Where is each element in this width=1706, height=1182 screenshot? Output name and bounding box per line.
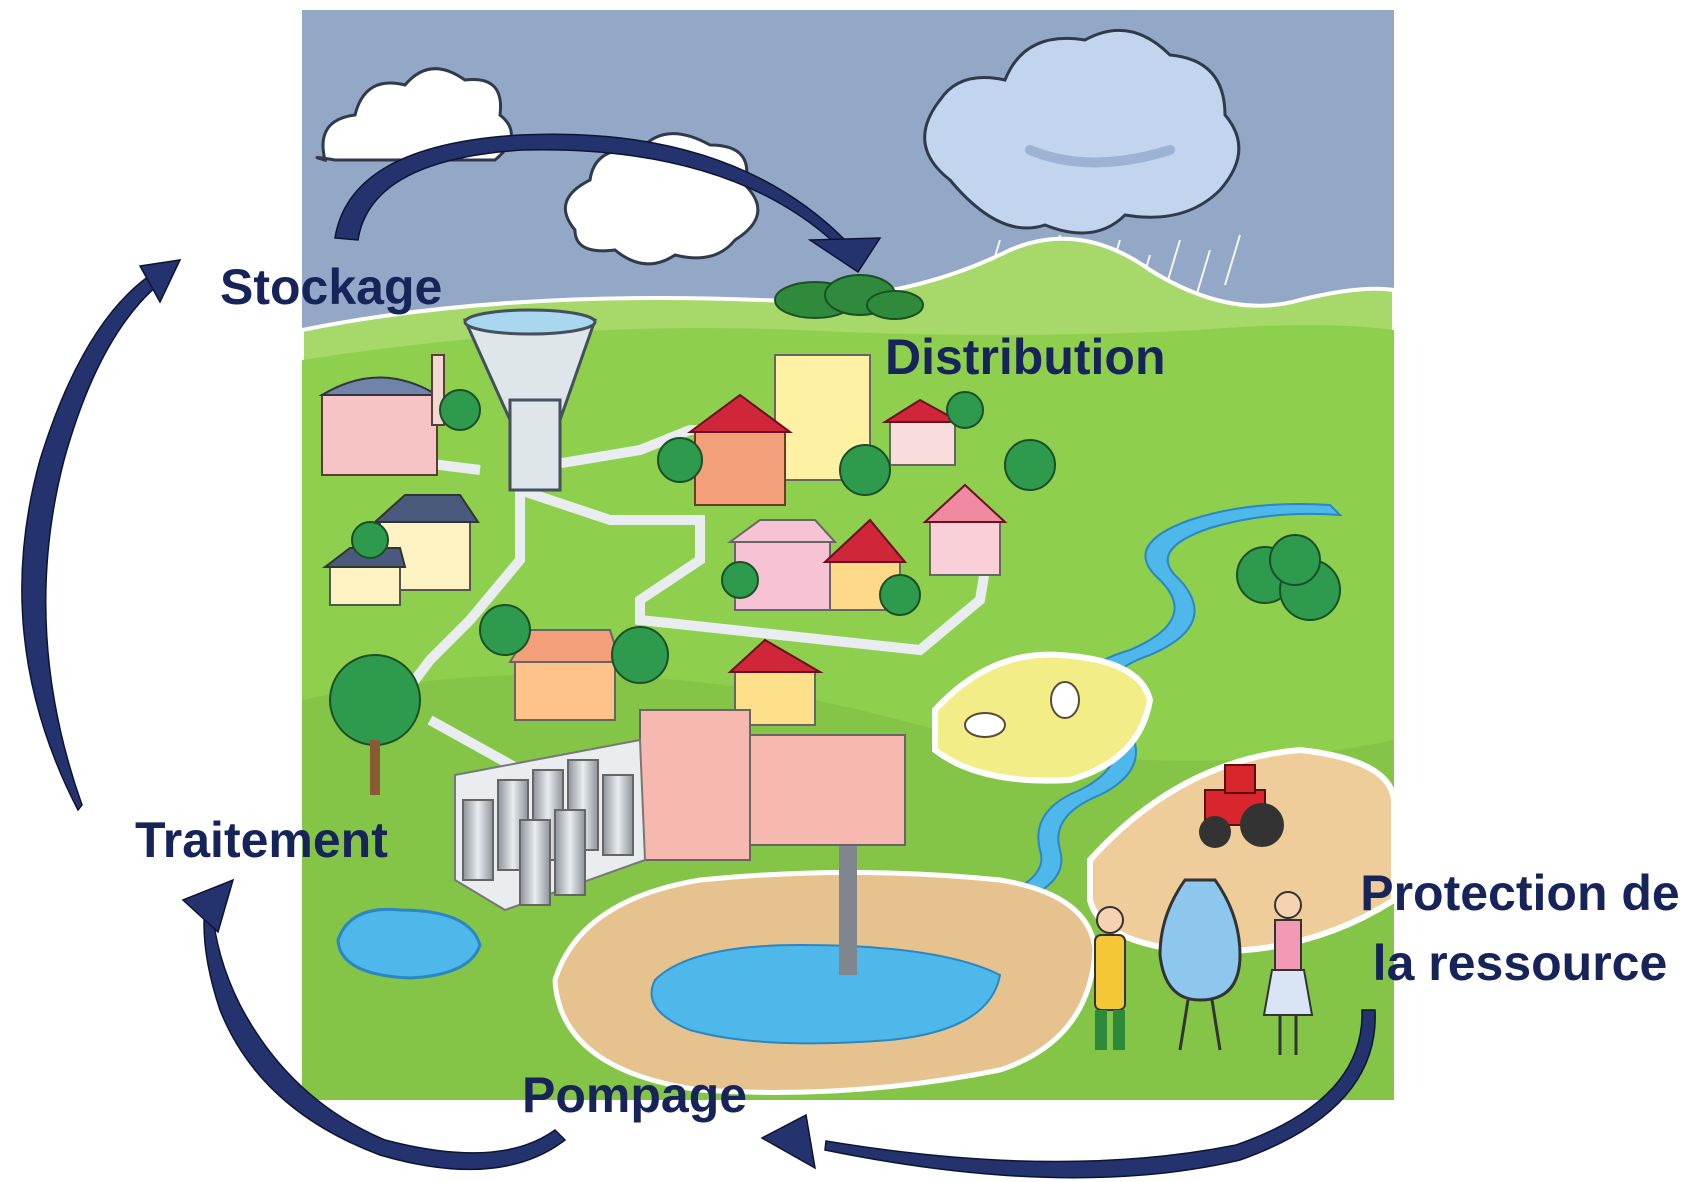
trees	[329, 389, 1341, 746]
label-protection-line-2: la ressource	[1372, 935, 1668, 991]
aquifer-water	[650, 943, 1002, 1045]
tree-trunk	[370, 740, 380, 795]
small-cloud-left	[315, 67, 513, 163]
rain-cloud	[923, 28, 1241, 235]
label-stockage: Stockage	[220, 259, 443, 315]
house-pink-right	[922, 483, 1008, 576]
silos	[462, 759, 634, 906]
arrow-stockage-to-distribution	[334, 133, 882, 274]
arrow-traitement-to-stockage	[21, 259, 182, 812]
bush	[774, 274, 924, 320]
label-distribution: Distribution	[885, 329, 1166, 385]
crop-field	[1087, 746, 1394, 955]
tractor	[1199, 764, 1284, 848]
cow-field	[932, 651, 1154, 784]
house-red-roof-1	[686, 393, 794, 506]
water-tower	[462, 308, 597, 492]
arrow-pompage-to-traitement	[181, 878, 567, 1171]
farmer-character	[1094, 906, 1126, 1050]
arrow-protection-to-pompage	[760, 1009, 1376, 1179]
label-protection-de-la-ressource: Protection de la ressource	[1335, 858, 1705, 998]
house-solar-panels	[322, 494, 480, 606]
factory-left	[318, 354, 445, 476]
label-traitement: Traitement	[135, 812, 388, 868]
water-drop-mascot	[1158, 878, 1242, 1051]
small-pond	[336, 907, 482, 980]
house-red-roof-2	[881, 398, 961, 466]
house-small-red	[727, 638, 824, 726]
label-protection-line-1: Protection de	[1360, 865, 1680, 921]
cows	[964, 681, 1080, 738]
label-pompage: Pompage	[522, 1067, 748, 1123]
woman-character	[1262, 891, 1314, 1055]
